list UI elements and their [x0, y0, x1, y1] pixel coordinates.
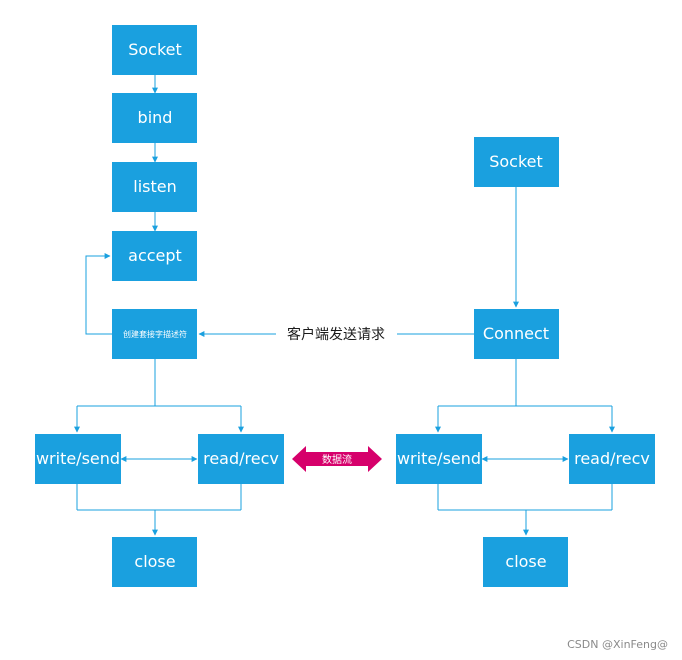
client-connect-box: Connect	[474, 309, 559, 359]
watermark: CSDN @XinFeng@	[567, 638, 668, 651]
server-bind-box: bind	[112, 93, 197, 143]
data-flow-arrow	[292, 446, 382, 472]
server-accept-label: accept	[128, 246, 182, 265]
client-write-send-label: write/send	[397, 449, 481, 468]
data-flow-label: 数据流	[322, 453, 352, 466]
server-create-fd-label: 创建套接字描述符	[123, 329, 187, 339]
client-read-recv-label: read/recv	[574, 449, 650, 468]
server-write-send-label: write/send	[36, 449, 120, 468]
server-socket-label: Socket	[128, 40, 182, 59]
server-socket-box: Socket	[112, 25, 197, 75]
arrow-fd-loop-accept	[85, 253, 112, 335]
server-listen-label: listen	[133, 177, 176, 196]
server-write-send-box: write/send	[35, 434, 121, 484]
client-connect-label: Connect	[483, 324, 549, 343]
server-listen-box: listen	[112, 162, 197, 212]
server-read-recv-box: read/recv	[198, 434, 284, 484]
server-accept-box: accept	[112, 231, 197, 281]
server-close-label: close	[134, 552, 175, 571]
client-socket-box: Socket	[474, 137, 559, 187]
client-close-label: close	[505, 552, 546, 571]
client-socket-label: Socket	[489, 152, 543, 171]
client-read-recv-box: read/recv	[569, 434, 655, 484]
server-close-box: close	[112, 537, 197, 587]
server-bind-label: bind	[138, 108, 173, 127]
server-create-fd-box: 创建套接字描述符	[112, 309, 197, 359]
client-write-send-box: write/send	[396, 434, 482, 484]
client-request-label: 客户端发送请求	[287, 326, 385, 343]
client-close-box: close	[483, 537, 568, 587]
server-read-recv-label: read/recv	[203, 449, 279, 468]
